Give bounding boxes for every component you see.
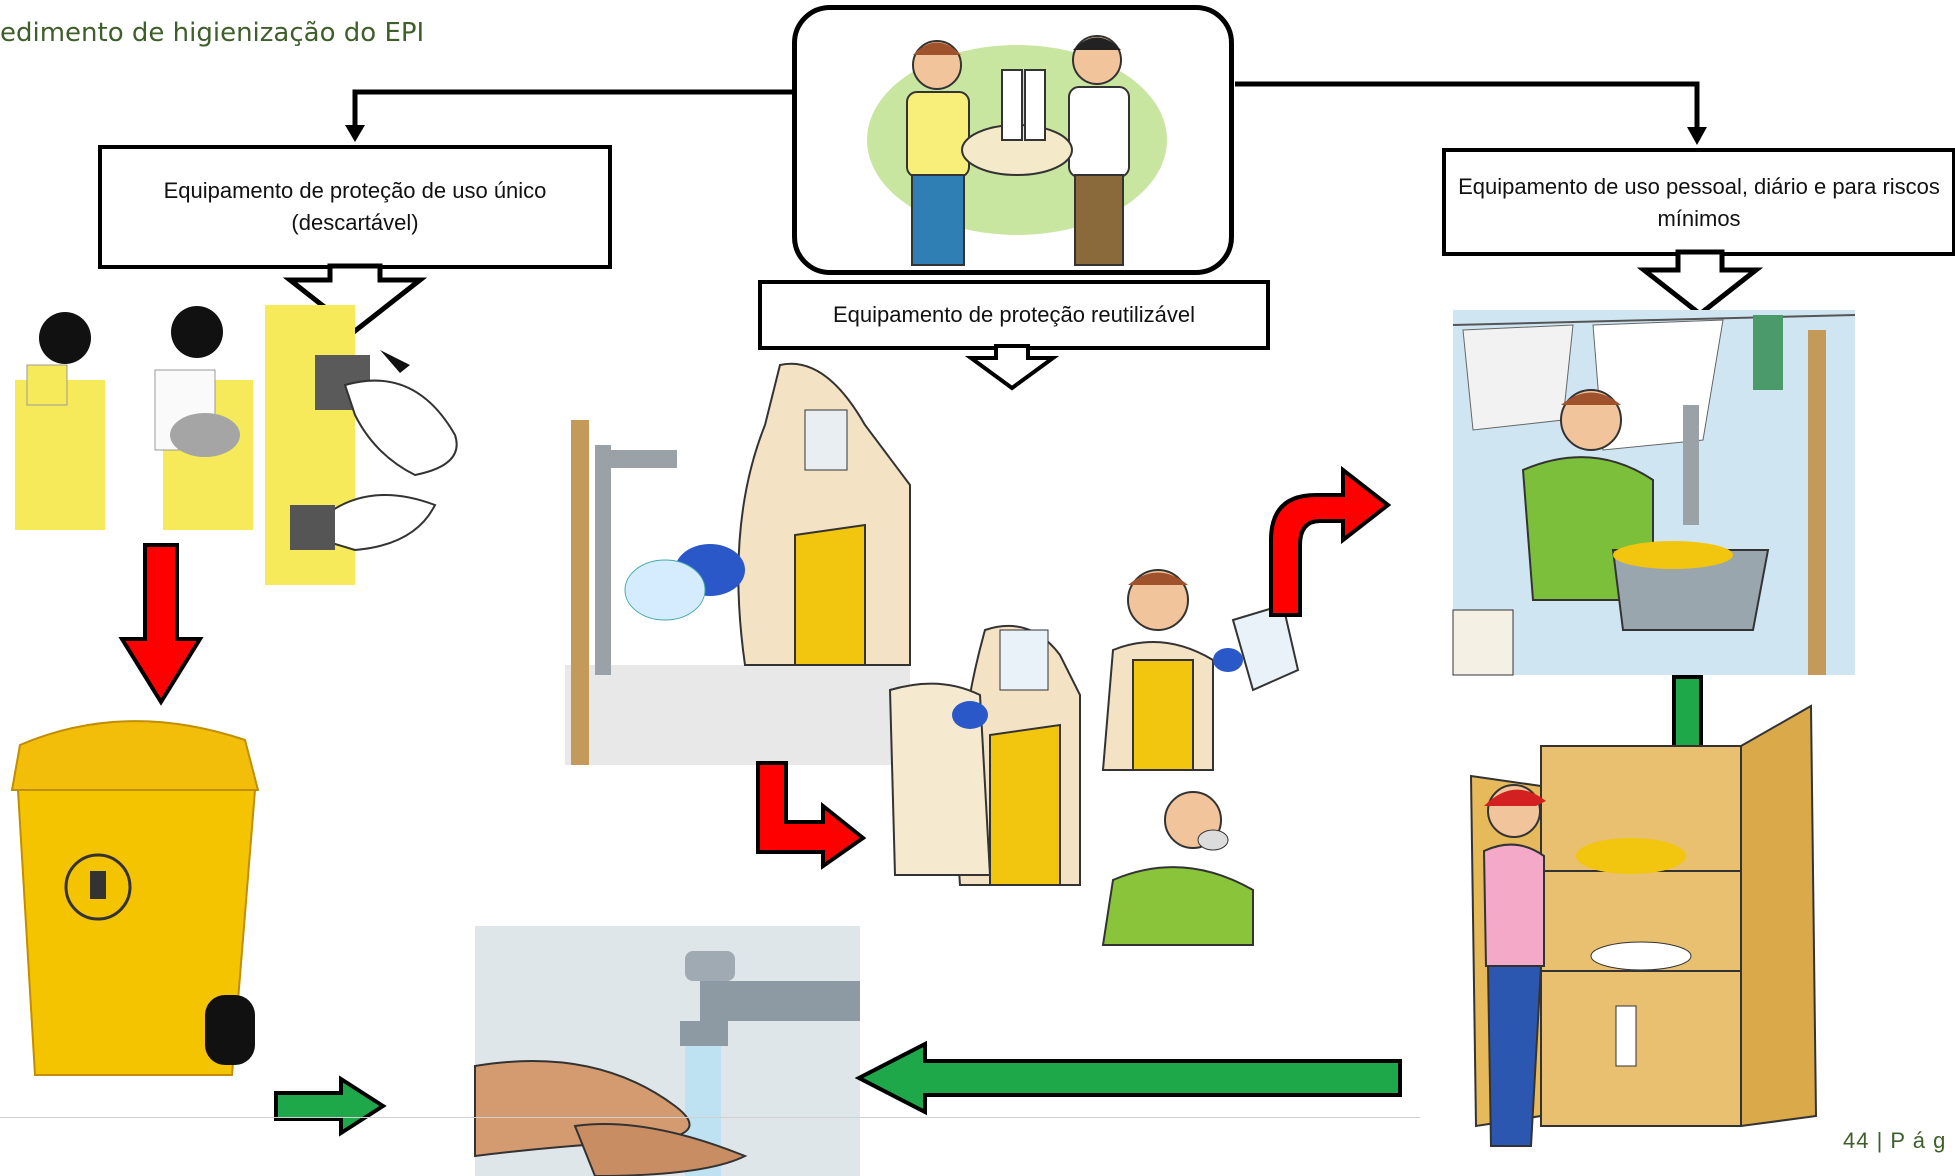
footer-divider [0,1117,1420,1118]
hand-washing-illustration [474,926,860,1176]
delivery-illustration-frame [792,5,1234,275]
connector-right [1235,81,1700,130]
face-shield-cleaning-illustration [1101,569,1300,771]
personal-box: Equipamento de uso pessoal, diário e par… [1442,148,1955,256]
reusable-down-arrow [964,344,1060,391]
reusable-box: Equipamento de proteção reutilizável [758,280,1270,350]
washing-gloves-illustration [565,362,911,765]
single-use-box: Equipamento de proteção de uso único (de… [98,145,612,269]
page-number: 44 | P á g [1843,1128,1947,1153]
red-arrow-to-bin [118,543,204,706]
connector-left-arrowhead [345,125,365,142]
page-title: edimento de higienização do EPI [0,18,425,48]
connector-right-arrowhead [1687,127,1707,145]
gown-removal-illustration [15,306,253,530]
single-use-down-arrow [282,263,428,335]
red-arrow-to-laundry [1269,465,1392,617]
green-arrow-to-handwash [274,1075,387,1137]
drying-illustration [888,624,1081,886]
delivery-illustration [867,35,1167,266]
glove-removal-illustration [265,305,458,585]
connector-left [352,89,795,128]
waste-bin-illustration [10,720,260,1076]
storage-cabinet-illustration [1469,704,1818,1147]
laundry-illustration [1452,310,1856,676]
green-arrow-to-handwash-from-cabinet [854,1040,1402,1116]
mask-removal-illustration [1101,791,1254,946]
personal-down-arrow [1636,249,1764,318]
red-arrow-to-drying [756,761,867,870]
recycle-symbol-icon [90,871,106,899]
